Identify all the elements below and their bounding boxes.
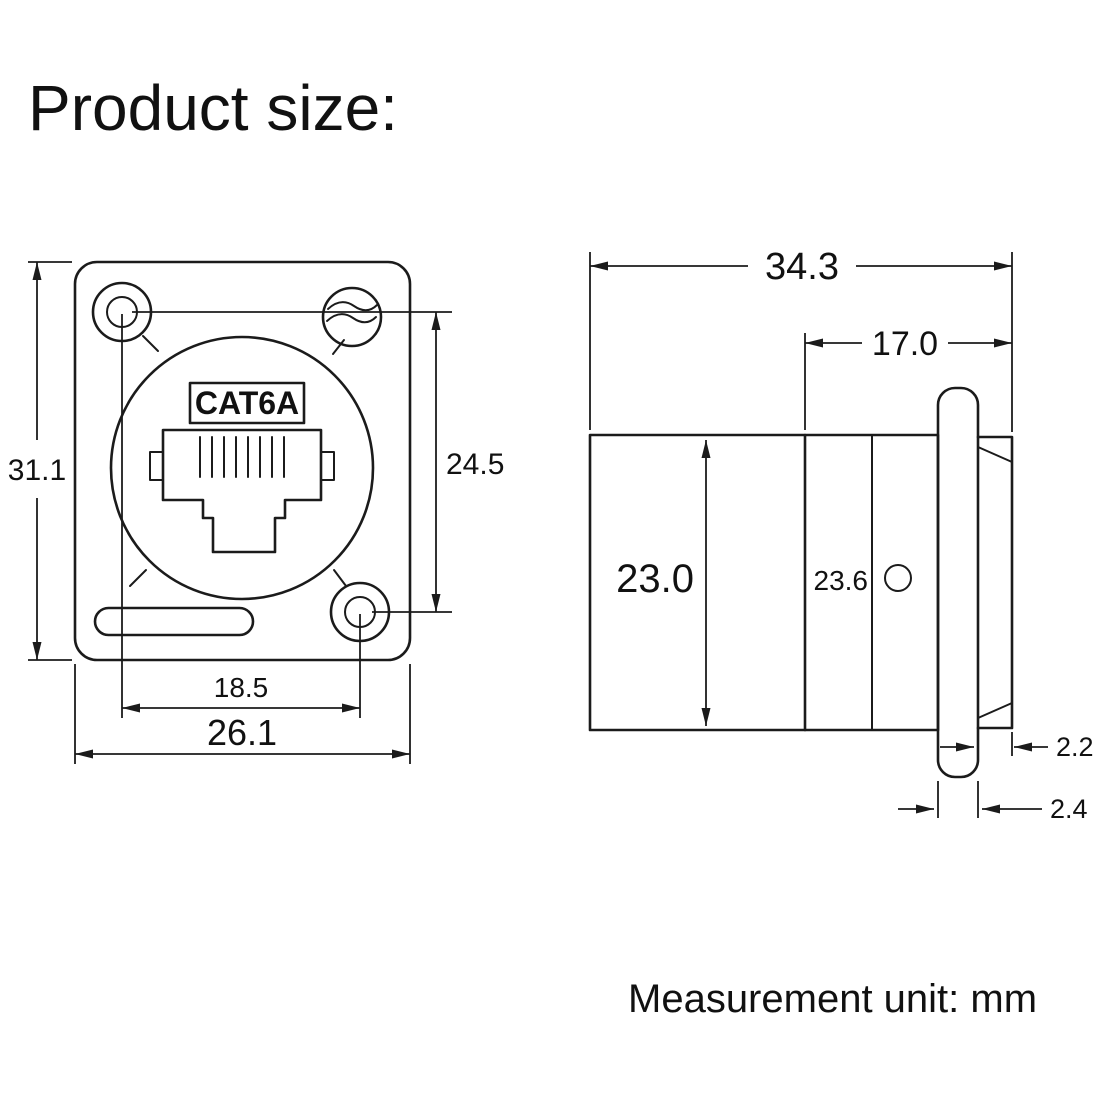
dim-front-length: 17.0	[872, 325, 938, 363]
cat6a-label-plate	[188, 381, 306, 425]
rj45-side-brackets	[149, 451, 335, 481]
side-screw-hole	[884, 564, 912, 592]
rj45-jack-opening	[161, 428, 323, 554]
page-title: Product size:	[28, 72, 398, 144]
dim-overall-height: 31.1	[8, 454, 66, 487]
dim-hole-spacing-vertical: 24.5	[446, 448, 504, 481]
dim-overall-width: 26.1	[207, 712, 277, 753]
dim-body-diameter: 23.0	[616, 557, 694, 601]
rj45-pins	[199, 436, 285, 478]
corner-ribs	[129, 335, 347, 587]
dim-flange-thickness: 2.4	[1050, 794, 1088, 824]
dim-lip-thickness: 2.2	[1056, 732, 1094, 762]
front-plate-outline	[73, 260, 412, 662]
dim-overall-length: 34.3	[765, 246, 839, 288]
mount-flange	[936, 386, 980, 779]
measurement-unit-note: Measurement unit: mm	[628, 977, 1037, 1021]
side-view	[588, 386, 1014, 779]
dim-hole-spacing-horizontal: 18.5	[214, 672, 269, 703]
front-lip-outline	[976, 435, 1014, 730]
cat6a-label: CAT6A	[195, 385, 299, 421]
front-view-dimensions: 31.1 24.5 18.5 26.1	[8, 261, 504, 764]
screw-topright	[321, 286, 383, 348]
front-lip-chamfers	[977, 446, 1013, 719]
bottom-slot	[93, 606, 255, 637]
side-view-dimensions: 34.3 17.0 23.0 23.6 2.2 2.4	[589, 246, 1094, 824]
dim-neck-diameter: 23.6	[814, 565, 869, 596]
front-view: CAT6A	[73, 260, 412, 662]
connector-boss-circle	[109, 335, 375, 601]
